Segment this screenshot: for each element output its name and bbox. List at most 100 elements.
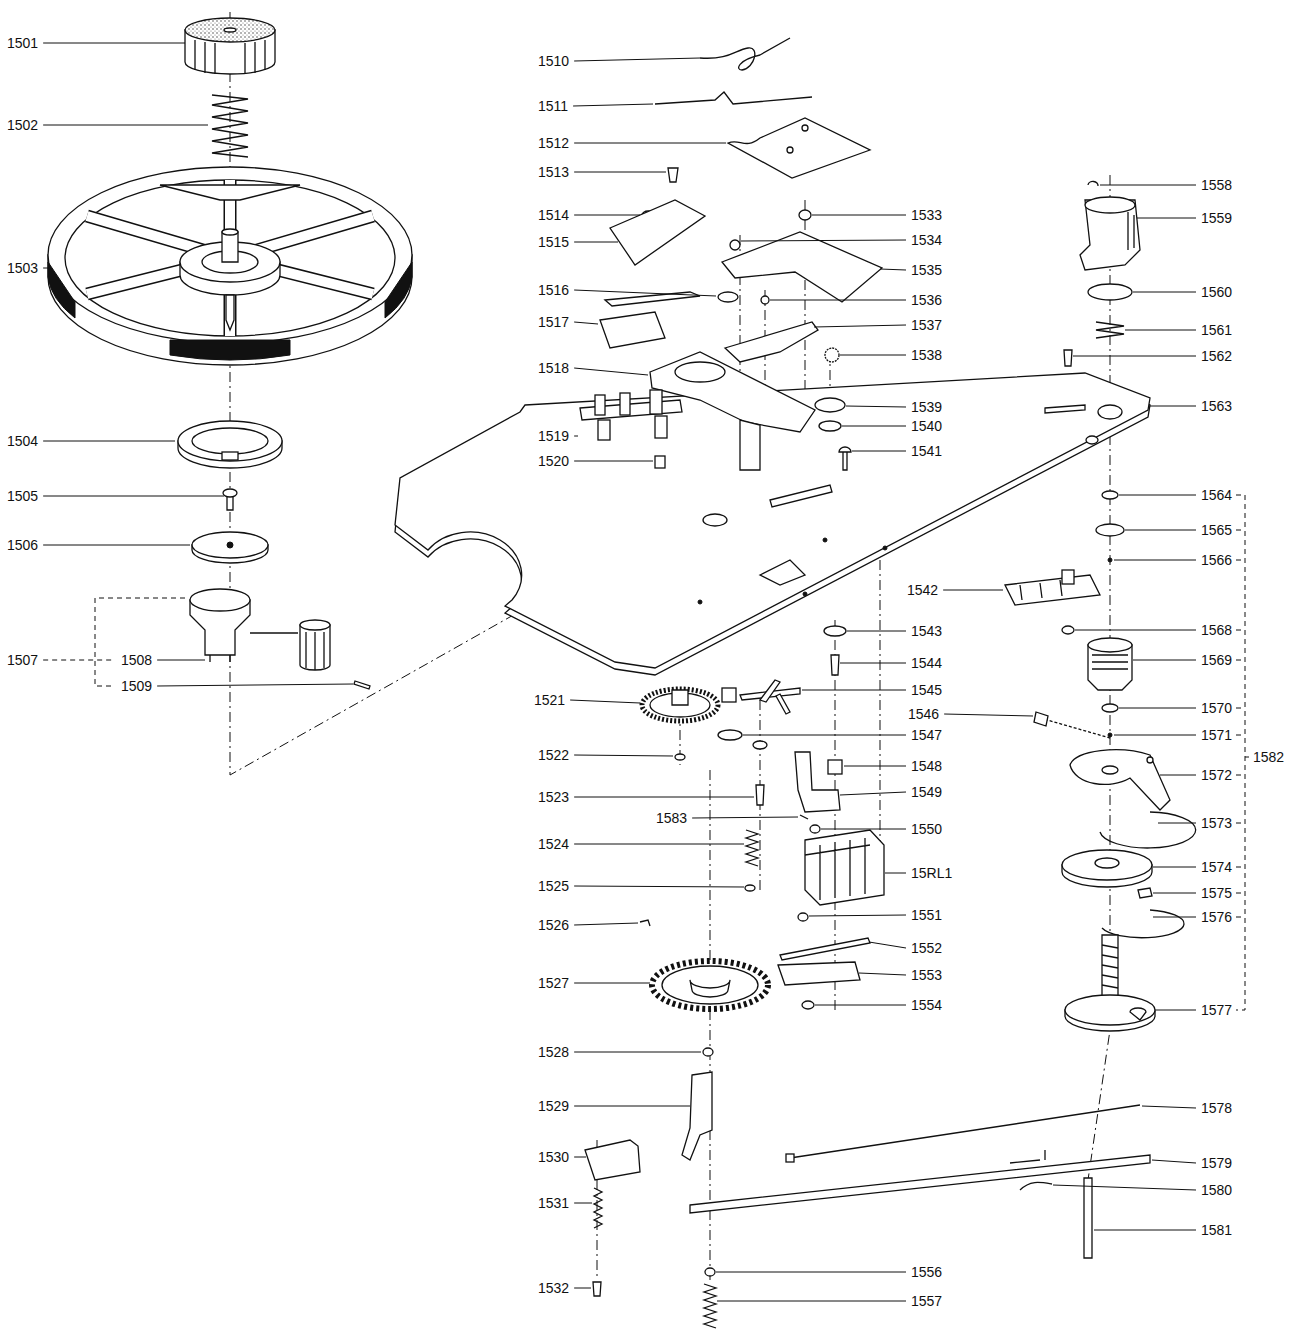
callout-number: 1560	[1200, 284, 1233, 300]
leader-line	[1152, 1160, 1196, 1163]
callout-number: 1532	[537, 1280, 570, 1296]
bushing-top	[1088, 638, 1132, 652]
plate-cutout	[675, 362, 725, 382]
washer	[753, 741, 767, 749]
callout-number: 1543	[910, 623, 943, 639]
axis-line	[230, 12, 540, 775]
reel-spindle-top	[222, 229, 238, 235]
callout-number: 1519	[537, 428, 570, 444]
leader-line	[574, 1106, 690, 1107]
spring	[1096, 322, 1124, 338]
leader-line	[1142, 1106, 1196, 1108]
callout-number: 1533	[910, 207, 943, 223]
lever	[722, 232, 882, 302]
leader-line	[821, 829, 906, 830]
callout-number: 1528	[537, 1044, 570, 1060]
leader-line	[574, 1288, 591, 1289]
leader-line	[1073, 356, 1196, 357]
screw	[756, 785, 764, 805]
spring	[594, 1188, 602, 1228]
callout-number: 1583	[655, 810, 688, 826]
leader-line	[574, 923, 638, 925]
callout-number: 1537	[910, 317, 943, 333]
leader-line	[802, 690, 906, 691]
callout-number: 1556	[910, 1264, 943, 1280]
leader-line	[847, 631, 906, 632]
callout-number: 1511	[537, 98, 569, 114]
callout-number: 1522	[537, 747, 570, 763]
callout-number: 1564	[1200, 487, 1233, 503]
callout-number: 15RL1	[910, 865, 953, 881]
callout-number: 1512	[537, 135, 570, 151]
callout-number: 1538	[910, 347, 943, 363]
leader-line	[574, 844, 744, 845]
wire	[655, 92, 812, 104]
callout-number: 1552	[910, 940, 943, 956]
pinion-link	[250, 632, 298, 633]
callout-number: 1548	[910, 758, 943, 774]
callout-number: 1553	[910, 967, 943, 983]
clip	[745, 885, 755, 891]
lever-assembly	[722, 680, 800, 714]
leader-line	[846, 406, 906, 407]
callout-number: 1550	[910, 821, 943, 837]
nut	[761, 296, 769, 304]
leader-line	[574, 1203, 592, 1204]
leader-line	[1119, 495, 1196, 496]
callout-number: 1559	[1200, 210, 1233, 226]
leader-line	[770, 300, 906, 301]
callout-number: 1515	[537, 234, 570, 250]
nut	[1062, 626, 1074, 634]
clip	[640, 920, 650, 926]
leader-line	[842, 426, 906, 427]
callout-number: 1575	[1200, 885, 1233, 901]
leader-line	[869, 942, 906, 948]
gear-face	[662, 966, 758, 1004]
leader-line	[1100, 185, 1196, 186]
pinion-top	[300, 620, 330, 630]
leader-line	[157, 660, 205, 661]
clip	[1088, 181, 1098, 186]
leader-line	[574, 58, 700, 61]
gear-hub	[672, 690, 688, 705]
disc-top	[192, 532, 268, 558]
leader-line	[574, 172, 666, 173]
disc-hub	[1095, 858, 1119, 868]
rod	[790, 1105, 1140, 1158]
leader-line	[1160, 775, 1196, 776]
leader-line	[574, 322, 598, 324]
leader-line	[692, 817, 798, 818]
cam-plate	[1070, 750, 1170, 810]
leader-line	[1114, 735, 1196, 736]
callout-number: 1535	[910, 262, 943, 278]
callout-number: 1521	[533, 692, 566, 708]
screw-head	[223, 489, 237, 497]
leader-line	[1125, 330, 1196, 331]
slot	[1010, 1160, 1040, 1163]
callout-number: 1523	[537, 789, 570, 805]
callout-number: 1531	[537, 1195, 570, 1211]
leader-line	[741, 240, 906, 241]
leader-line	[943, 590, 1003, 591]
disc-top	[1062, 850, 1152, 880]
callout-number: 1580	[1200, 1182, 1233, 1198]
roller	[828, 760, 842, 774]
leader-line	[157, 684, 353, 686]
callout-number: 1578	[1200, 1100, 1233, 1116]
callout-number: 1577	[1200, 1002, 1233, 1018]
screw	[831, 655, 839, 675]
leader-line	[1133, 660, 1196, 661]
assembly	[580, 390, 682, 440]
leader-line	[1075, 630, 1196, 631]
callout-number: 1516	[537, 282, 570, 298]
pin	[1138, 888, 1152, 898]
pinion-teeth	[306, 632, 324, 670]
callout-number: 1542	[906, 582, 939, 598]
callout-number: 1530	[537, 1149, 570, 1165]
leader-line	[43, 496, 224, 497]
callout-number: 1572	[1200, 767, 1233, 783]
washer	[815, 398, 845, 412]
reel-top	[48, 167, 412, 343]
